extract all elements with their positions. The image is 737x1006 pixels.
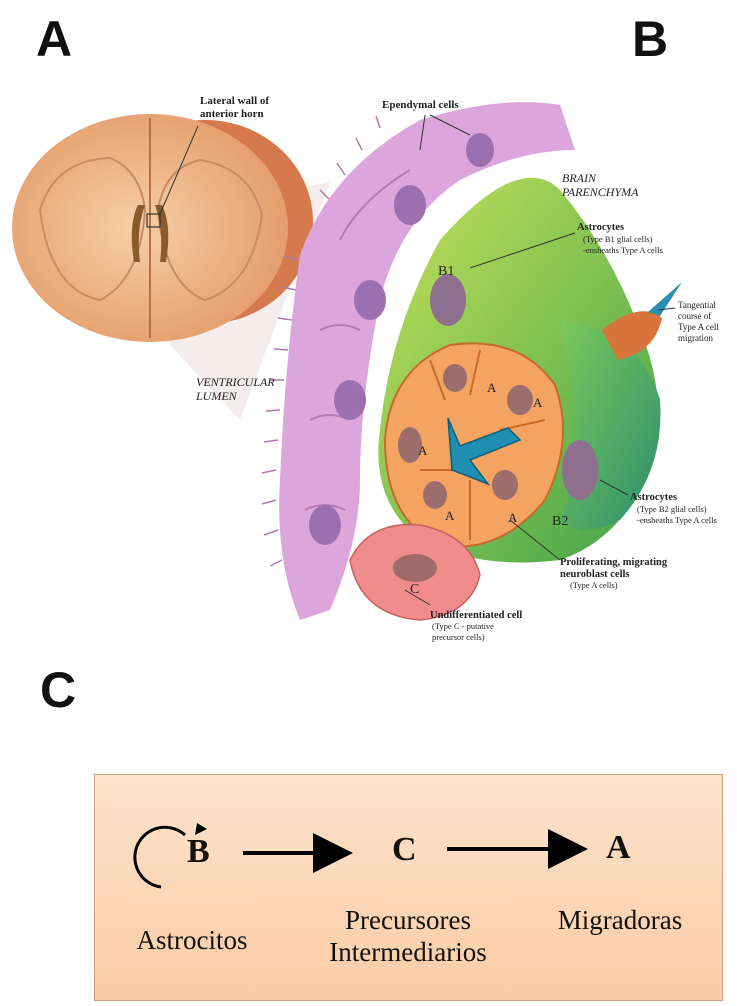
label-precursores: Precursores Intermediarios	[303, 905, 513, 969]
label-tangential-3: Type A cell	[678, 322, 719, 332]
label-precursores-line1: Precursores	[303, 905, 513, 937]
cell-label-a: A	[418, 443, 428, 458]
label-tangential-4: migration	[678, 333, 713, 343]
label-ventricular-2: LUMEN	[195, 389, 238, 403]
node-b: B	[187, 833, 210, 871]
cell-label-b2: B2	[552, 514, 568, 529]
label-astro-b2-2: (Type B2 glial cells)	[637, 504, 707, 514]
b1-nucleus	[430, 274, 466, 326]
cell-label-a: A	[508, 510, 518, 525]
label-undiff-1: Undifferentiated cell	[430, 610, 522, 621]
label-undiff-2: (Type C - putative	[432, 621, 494, 631]
label-brain-2: PARENCHYMA	[561, 185, 639, 199]
label-tangential-1: Tangential	[678, 300, 716, 310]
label-lateral-wall-1: Lateral wall of	[200, 95, 269, 107]
lineage-flow-box: B C A Astrocitos Precursores Intermediar…	[94, 774, 723, 1001]
label-lateral-wall-2: anterior horn	[200, 108, 264, 120]
cell-label-b1: B1	[438, 264, 454, 279]
cell-label-a: A	[487, 380, 497, 395]
label-migradoras: Migradoras	[535, 905, 705, 937]
label-brain-1: BRAIN	[562, 171, 597, 185]
label-tangential-2: course of	[678, 311, 711, 321]
svz-illustration	[262, 102, 682, 620]
self-renewal-arrow-icon	[135, 827, 185, 887]
label-astro-b2-1: Astrocytes	[630, 492, 677, 503]
label-proliferating-2: neuroblast cells	[560, 569, 630, 580]
label-astro-b1-3: -ensheaths Type A cells	[583, 245, 663, 255]
illustration: Lateral wall of anterior horn Ependymal …	[0, 0, 737, 660]
label-astrocitos: Astrocitos	[117, 925, 267, 957]
label-ependymal: Ependymal cells	[382, 99, 459, 111]
label-precursores-line2: Intermediarios	[303, 937, 513, 969]
b2-nucleus	[562, 440, 598, 500]
cell-label-a: A	[533, 395, 543, 410]
label-proliferating-3: (Type A cells)	[570, 580, 618, 590]
label-astro-b1-2: (Type B1 glial cells)	[583, 234, 653, 244]
node-c: C	[392, 831, 417, 869]
label-astro-b1-1: Astrocytes	[577, 222, 624, 233]
panel-label-c: C	[40, 665, 76, 715]
label-astro-b2-3: -ensheaths Type A cells	[637, 515, 717, 525]
label-undiff-3: precursor cells)	[432, 632, 485, 642]
cell-label-a: A	[445, 508, 455, 523]
label-proliferating-1: Proliferating, migrating	[560, 557, 668, 568]
label-ventricular-1: VENTRICULAR	[196, 375, 275, 389]
cell-label-c: C	[410, 582, 419, 597]
node-a: A	[606, 829, 631, 867]
